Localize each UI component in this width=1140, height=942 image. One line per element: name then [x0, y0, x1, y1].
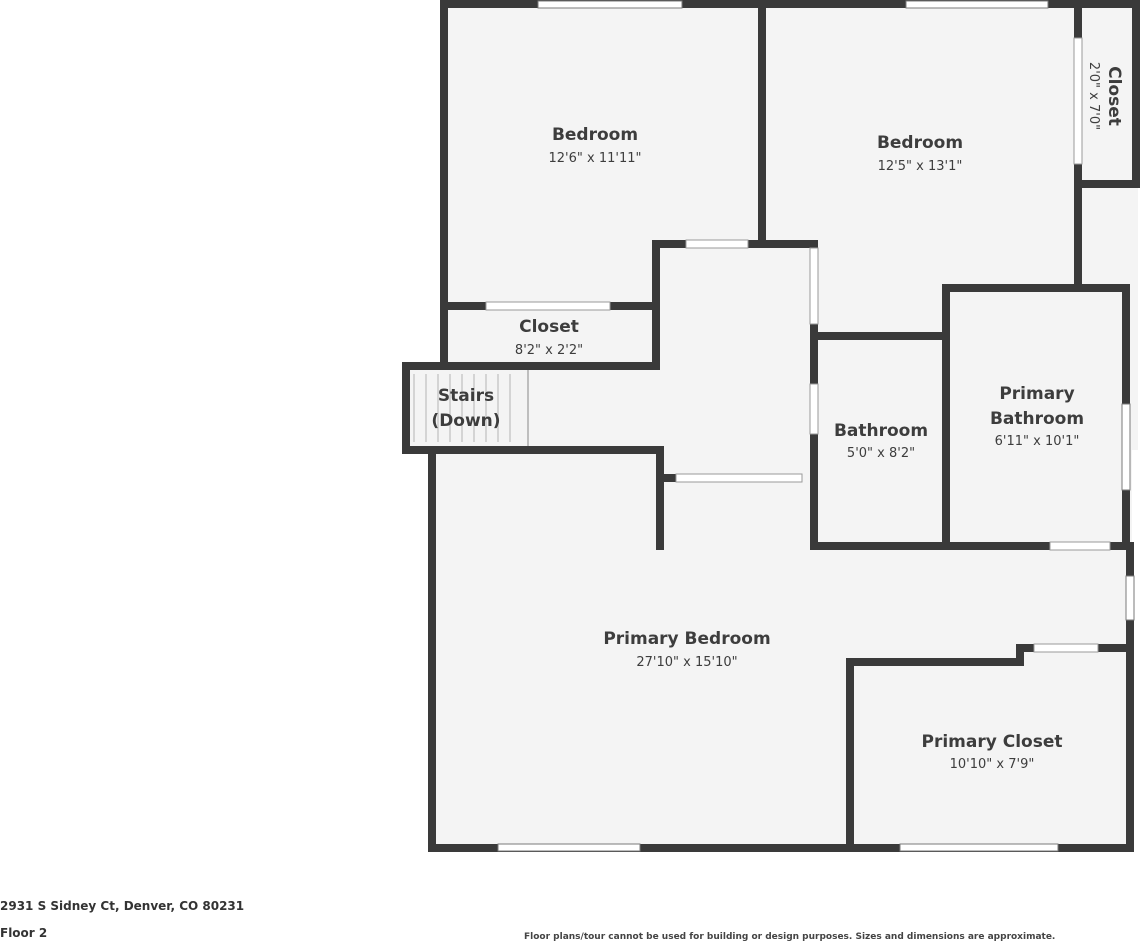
room-name: Closet	[1104, 66, 1124, 126]
room-dimensions: 10'10" x 7'9"	[950, 757, 1035, 772]
floor-fill	[406, 4, 1138, 848]
room-primary-bedroom: Primary Bedroom 27'10" x 15'10"	[603, 629, 770, 670]
room-dimensions: 12'5" x 13'1"	[878, 159, 963, 174]
stairs-treads	[413, 370, 529, 446]
room-name: Bedroom	[552, 125, 638, 145]
room-dimensions: 2'0" x 7'0"	[1086, 62, 1101, 130]
room-name-line2: (Down)	[431, 411, 500, 431]
room-closet-hall: Closet 8'2" x 2'2"	[515, 317, 583, 358]
room-name: Bedroom	[877, 133, 963, 153]
room-dimensions: 27'10" x 15'10"	[636, 655, 737, 670]
door-openings	[485, 37, 1111, 653]
room-name-line1: Primary	[999, 384, 1074, 404]
room-name: Primary Bedroom	[603, 629, 770, 649]
room-name: Primary Closet	[922, 732, 1063, 752]
stairs-down: Stairs (Down)	[431, 386, 500, 431]
floor-label: Floor 2	[0, 926, 48, 940]
room-name-line2: Bathroom	[990, 409, 1084, 429]
room-bathroom: Bathroom 5'0" x 8'2"	[834, 421, 928, 461]
room-dimensions: 6'11" x 10'1"	[995, 434, 1080, 449]
room-primary-bathroom: Primary Bathroom 6'11" x 10'1"	[990, 384, 1084, 449]
room-name-line1: Stairs	[438, 386, 494, 406]
room-bedroom-1: Bedroom 12'6" x 11'11"	[549, 125, 642, 166]
room-dimensions: 8'2" x 2'2"	[515, 343, 583, 358]
room-dimensions: 12'6" x 11'11"	[549, 151, 642, 166]
room-name: Bathroom	[834, 421, 928, 441]
property-address: 2931 S Sidney Ct, Denver, CO 80231	[0, 899, 245, 913]
room-closet-small: Closet 2'0" x 7'0"	[1086, 62, 1124, 130]
room-name: Closet	[519, 317, 579, 337]
room-bedroom-2: Bedroom 12'5" x 13'1"	[877, 133, 963, 174]
room-primary-closet: Primary Closet 10'10" x 7'9"	[922, 732, 1063, 772]
disclaimer-text: Floor plans/tour cannot be used for buil…	[524, 932, 1056, 942]
room-dimensions: 5'0" x 8'2"	[847, 446, 915, 461]
windows	[497, 0, 1135, 852]
